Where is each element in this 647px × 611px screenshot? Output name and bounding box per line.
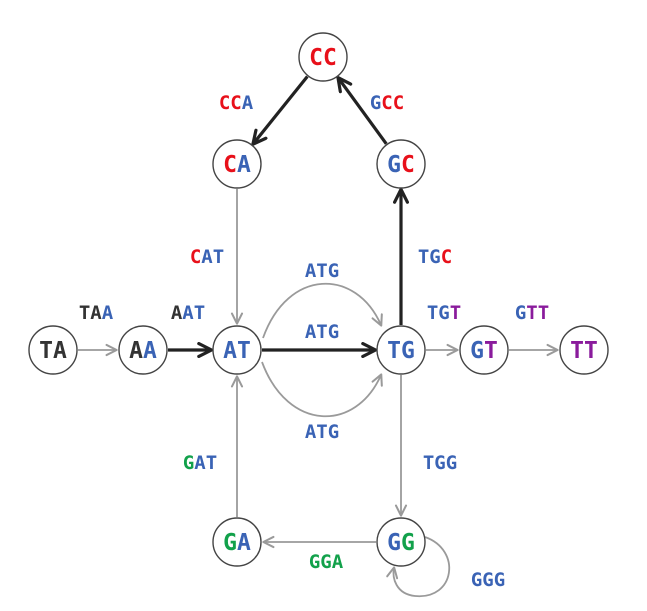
node-circle xyxy=(212,517,262,567)
edge-ga-at: GAT xyxy=(183,375,244,517)
node-label: GG xyxy=(387,530,415,556)
edge-label: GCC xyxy=(370,92,404,114)
edge-at-tg: ATG xyxy=(261,361,383,443)
edge-label: ATG xyxy=(305,260,339,282)
edge-tg-gc: TGC xyxy=(393,187,452,325)
edge-line xyxy=(251,75,309,146)
node-gg: GG xyxy=(376,517,426,567)
edge-gt-tt: GTT xyxy=(509,302,559,357)
node-gc: GC xyxy=(376,139,426,189)
node-ca: CA xyxy=(212,139,262,189)
edge-cc-ca: CCA xyxy=(219,75,309,146)
node-label: GC xyxy=(387,152,415,178)
edge-label: GGA xyxy=(309,551,344,573)
node-circle xyxy=(376,325,426,375)
node-label: CC xyxy=(309,45,337,71)
node-label: TT xyxy=(570,338,598,364)
node-label: TG xyxy=(387,338,415,364)
edge-at-tg: ATG xyxy=(262,321,378,358)
node-label: AA xyxy=(129,338,157,364)
node-circle xyxy=(298,32,348,82)
node-circle xyxy=(118,325,168,375)
node-circle xyxy=(559,325,609,375)
node-label: GT xyxy=(470,338,498,364)
edge-label: TGG xyxy=(423,452,457,474)
edge-label: ATG xyxy=(305,421,339,443)
node-label: GA xyxy=(223,530,251,556)
node-label: AT xyxy=(223,338,251,364)
edge-ta-aa: TAA xyxy=(78,302,118,357)
node-circle xyxy=(376,139,426,189)
node-aa: AA xyxy=(118,325,168,375)
node-gt: GT xyxy=(459,325,509,375)
edge-label: ATG xyxy=(305,321,339,343)
node-ga: GA xyxy=(212,517,262,567)
node-circle xyxy=(212,139,262,189)
edge-arc-bottom xyxy=(261,361,383,418)
node-circle xyxy=(459,325,509,375)
edge-label: GGG xyxy=(471,569,505,591)
edge-label: AAT xyxy=(171,302,205,324)
edge-label: GAT xyxy=(183,452,217,474)
node-tg: TG xyxy=(376,325,426,375)
edge-aa-at: AAT xyxy=(168,302,214,358)
node-at: AT xyxy=(212,325,262,375)
edge-label: TAA xyxy=(79,302,114,324)
edge-ca-at: CAT xyxy=(190,189,244,325)
edge-label: TGT xyxy=(427,302,461,324)
node-circle xyxy=(212,325,262,375)
node-cc: CC xyxy=(298,32,348,82)
node-tt: TT xyxy=(559,325,609,375)
node-ta: TA xyxy=(28,325,78,375)
edge-gc-cc: GCC xyxy=(336,75,404,145)
edge-arc-top xyxy=(262,282,383,339)
edge-tg-gt: TGT xyxy=(426,302,461,357)
node-circle xyxy=(28,325,78,375)
edge-at-tg: ATG xyxy=(262,260,383,339)
edge-tg-gg: TGG xyxy=(394,375,457,517)
node-label: CA xyxy=(223,152,251,178)
edge-label: CCA xyxy=(219,92,254,114)
edge-gg-gg: GGG xyxy=(386,536,505,597)
node-circle xyxy=(376,517,426,567)
edge-self-loop xyxy=(386,536,451,597)
edge-label: TGC xyxy=(418,246,452,268)
edge-label: CAT xyxy=(190,246,224,268)
edge-gg-ga: GGA xyxy=(262,535,376,573)
edge-line xyxy=(336,75,388,145)
node-label: TA xyxy=(39,338,67,364)
edge-label: GTT xyxy=(515,302,549,324)
